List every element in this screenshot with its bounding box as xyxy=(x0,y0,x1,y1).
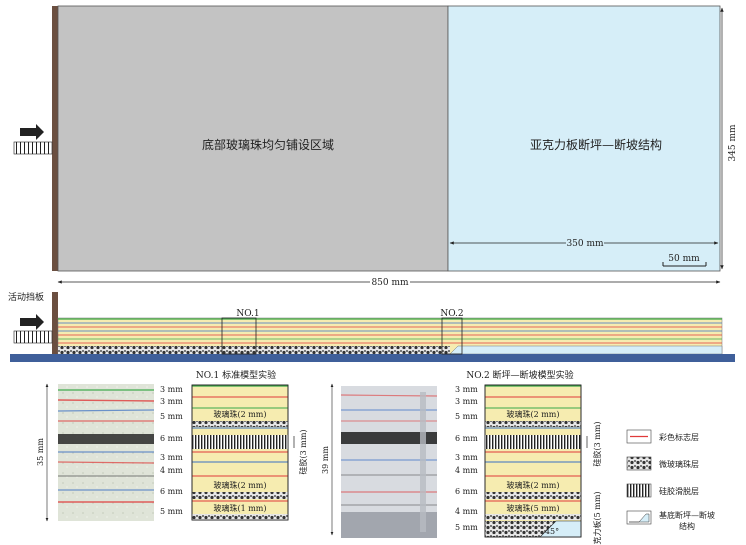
push-block xyxy=(13,330,53,344)
baffle-side xyxy=(52,292,58,354)
svg-text:6 mm: 6 mm xyxy=(160,487,183,496)
svg-text:5 mm: 5 mm xyxy=(160,507,183,516)
baffle-label: 活动挡板 xyxy=(8,291,44,303)
acrylic-ramp xyxy=(449,345,723,355)
legend-micro-beads-label: 微玻璃珠层 xyxy=(659,459,699,469)
section-2-label: NO.2 xyxy=(440,309,463,319)
model-2-title: NO.2 断坪—断坡模型实验 xyxy=(466,369,573,381)
push-block xyxy=(13,141,53,155)
model-1: NO.1 标准模型实验 35 mm 3 mm 3 mm 5 mm 6 mm 3 … xyxy=(36,369,308,522)
model-2-thickness-labels: 3 mm 3 mm 5 mm 6 mm 3 mm 4 mm 6 mm 4 mm … xyxy=(455,385,478,532)
model-2-beads-mid: 玻璃珠(2 mm) xyxy=(506,480,559,490)
section-1-label: NO.1 xyxy=(236,309,259,319)
section-box-1 xyxy=(221,317,257,355)
svg-text:3 mm: 3 mm xyxy=(160,385,183,394)
micro-bead-layer xyxy=(58,346,450,354)
svg-text:5 mm: 5 mm xyxy=(455,412,478,421)
legend-silicone-swatch xyxy=(626,483,652,498)
legend-silicone-label: 硅胶滑脱层 xyxy=(659,486,699,496)
baffle-top xyxy=(52,6,58,271)
model-1-total-height: 35 mm xyxy=(36,438,45,466)
model-1-beads-mid: 玻璃珠(2 mm) xyxy=(213,480,266,490)
model-1-thickness-labels: 3 mm 3 mm 5 mm 6 mm 3 mm 4 mm 6 mm 5 mm xyxy=(160,385,183,516)
model-1-beads-top: 玻璃珠(2 mm) xyxy=(213,409,266,419)
dim-acrylic-label: 350 mm xyxy=(566,239,604,249)
svg-text:4 mm: 4 mm xyxy=(455,507,478,516)
svg-text:3 mm: 3 mm xyxy=(160,397,183,406)
push-arrow-icon xyxy=(20,314,44,330)
model-1-beads-bottom: 玻璃珠(1 mm) xyxy=(213,503,266,513)
model-2-acrylic-label: 亚克力板(5 mm) xyxy=(592,491,602,545)
svg-text:5 mm: 5 mm xyxy=(160,412,183,421)
svg-text:4 mm: 4 mm xyxy=(160,466,183,475)
model-1-photo xyxy=(57,384,155,521)
glass-bead-region xyxy=(57,5,449,272)
model-1-silicone-layer xyxy=(192,435,288,449)
svg-text:3 mm: 3 mm xyxy=(455,385,478,394)
model-2-angle: 45° xyxy=(545,527,559,536)
svg-text:6 mm: 6 mm xyxy=(455,487,478,496)
acrylic-region-label: 亚克力板断坪—断坡结构 xyxy=(530,137,662,152)
push-arrow-icon xyxy=(20,124,44,140)
svg-text:6 mm: 6 mm xyxy=(455,434,478,443)
svg-text:6 mm: 6 mm xyxy=(160,434,183,443)
legend-marker-label: 彩色标志层 xyxy=(659,432,699,442)
model-2: NO.2 断坪—断坡模型实验 39 mm 3 mm 3 mm 5 mm 6 mm… xyxy=(321,369,602,545)
model-1-column: 玻璃珠(2 mm) 玻璃珠(2 mm) 玻璃珠(1 mm) xyxy=(191,384,289,521)
model-2-silicone-layer xyxy=(485,435,581,449)
model-2-photo xyxy=(340,386,438,538)
dim-width-label: 345 mm xyxy=(728,124,738,162)
scale-bar-label: 50 mm xyxy=(668,254,700,264)
model-2-column: 玻璃珠(2 mm) 玻璃珠(2 mm) 玻璃珠(5 mm) 45° xyxy=(484,384,582,538)
model-2-beads-low: 玻璃珠(5 mm) xyxy=(506,503,559,513)
model-2-beads-top: 玻璃珠(2 mm) xyxy=(506,409,559,419)
legend-ramp-label-1: 基底断坪—断坡 xyxy=(659,510,715,520)
glass-bead-region-label: 底部玻璃珠均匀铺设区域 xyxy=(202,137,334,152)
base-plate xyxy=(10,354,735,362)
svg-text:3 mm: 3 mm xyxy=(455,453,478,462)
acrylic-region xyxy=(447,5,721,272)
section-box-2 xyxy=(441,317,463,355)
svg-text:3 mm: 3 mm xyxy=(455,397,478,406)
legend-ramp-label-2: 结构 xyxy=(679,521,695,531)
top-view: 底部玻璃珠均匀铺设区域 亚克力板断坪—断坡结构 350 mm 50 mm 345… xyxy=(13,5,738,288)
svg-text:4 mm: 4 mm xyxy=(455,466,478,475)
model-1-silicone-label: 硅胶(3 mm) xyxy=(298,429,308,474)
svg-text:3 mm: 3 mm xyxy=(160,453,183,462)
legend-ramp-swatch xyxy=(629,513,650,523)
model-1-title: NO.1 标准模型实验 xyxy=(196,369,276,381)
legend: 彩色标志层 微玻璃珠层 硅胶滑脱层 基底断坪—断坡 结构 xyxy=(626,429,715,531)
model-2-total-height: 39 mm xyxy=(321,446,330,474)
cross-section: 活动挡板 NO.1 NO.2 xyxy=(8,291,735,362)
legend-micro-beads-swatch xyxy=(626,456,652,471)
svg-text:5 mm: 5 mm xyxy=(455,523,478,532)
model-2-silicone-label: 硅胶(3 mm) xyxy=(592,421,602,466)
dim-length-label: 850 mm xyxy=(371,278,409,288)
